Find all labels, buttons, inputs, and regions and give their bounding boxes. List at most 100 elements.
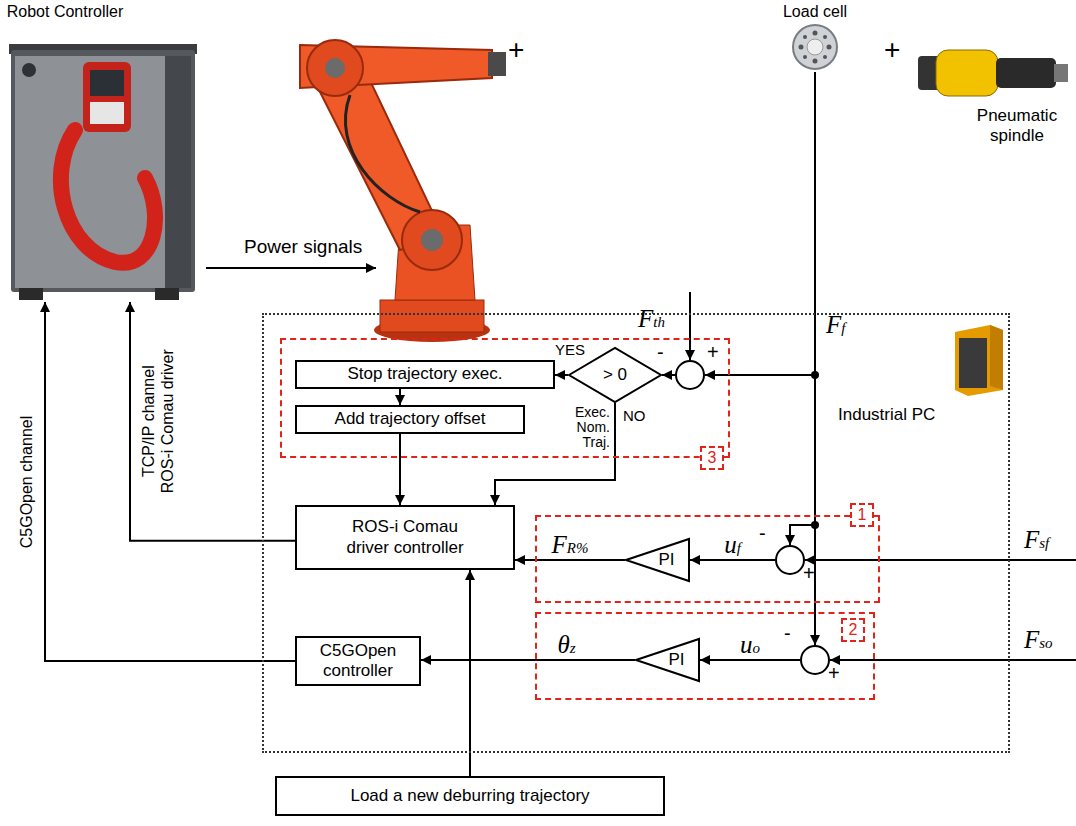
connector bbox=[705, 72, 815, 375]
signal-wire bbox=[805, 559, 1076, 561]
load-cell-icon bbox=[823, 55, 827, 59]
signal-wire bbox=[206, 267, 376, 269]
callout-number: 1 bbox=[850, 503, 874, 527]
node-heading: Robot Controller bbox=[5, 2, 125, 21]
controller-cabinet bbox=[61, 130, 155, 263]
controller-cabinet bbox=[90, 102, 124, 124]
signal-name: Fsf bbox=[1024, 527, 1049, 552]
signal-name: Fso bbox=[1024, 627, 1053, 652]
region-heading: Industrial PC bbox=[838, 405, 935, 425]
decision-label: > 0 bbox=[603, 365, 627, 385]
sign-label: - bbox=[657, 342, 664, 362]
edge-label: uo bbox=[738, 632, 762, 657]
box-label: Load a new deburring trajectory bbox=[350, 786, 589, 806]
process-box: Add trajectory offset bbox=[295, 405, 525, 434]
signal-wire bbox=[830, 659, 1076, 661]
load-cell-icon bbox=[813, 59, 818, 64]
connector bbox=[790, 72, 815, 545]
industrial-pc-icon bbox=[990, 325, 1003, 390]
controller-cabinet bbox=[19, 288, 43, 300]
load-cell-icon bbox=[799, 45, 804, 50]
load-cell-icon bbox=[823, 35, 827, 39]
sign-label: + bbox=[828, 663, 840, 683]
controller-box: C5GOpen controller bbox=[295, 636, 421, 686]
industrial-pc-region: Industrial PC3Stop trajectory exec.Add t… bbox=[262, 313, 1010, 753]
connector bbox=[130, 302, 295, 541]
edge-label: FR% bbox=[550, 532, 591, 557]
triangle-outline bbox=[625, 538, 690, 582]
load-cell-icon bbox=[803, 35, 807, 39]
pneumatic-spindle bbox=[936, 50, 998, 96]
industrial-pc-icon bbox=[959, 338, 987, 388]
box-label: Add trajectory offset bbox=[335, 409, 486, 429]
controller-box: ROS-i Comau driver controller bbox=[295, 505, 515, 570]
load-cell-icon bbox=[803, 55, 807, 59]
part-name: Pneumatic spindle bbox=[962, 106, 1072, 147]
edge-label: TCP/IP channel ROS-i Comau driver bbox=[139, 344, 177, 498]
controller-cabinet bbox=[90, 70, 124, 96]
triangle-outline bbox=[636, 639, 699, 681]
controller-cabinet bbox=[165, 56, 191, 288]
connector bbox=[555, 374, 568, 376]
load-cell-icon bbox=[813, 31, 818, 36]
node-heading: Load cell bbox=[760, 2, 870, 21]
connector bbox=[399, 434, 401, 505]
block-label: PI bbox=[640, 550, 674, 570]
triangle-outline bbox=[626, 539, 689, 581]
input-box: Load a new deburring trajectory bbox=[275, 776, 665, 816]
robot-arm bbox=[300, 40, 506, 342]
signal-name: Fth bbox=[638, 306, 665, 331]
summing-junction: -+ bbox=[800, 645, 830, 675]
pneumatic-spindle bbox=[1054, 64, 1068, 82]
control-loop-region: 3Stop trajectory exec.Add trajectory off… bbox=[280, 338, 730, 458]
sign-label: - bbox=[759, 523, 766, 543]
robot-arm bbox=[345, 95, 420, 212]
robot-arm bbox=[380, 300, 484, 332]
process-box: Stop trajectory exec. bbox=[295, 360, 555, 389]
edge-label: NO bbox=[621, 407, 648, 424]
summing-junction: -+ bbox=[775, 545, 805, 575]
triangle-outline bbox=[635, 638, 700, 682]
controller-cabinet bbox=[15, 56, 165, 288]
edge-label: uf bbox=[722, 532, 743, 557]
branch-note: Exec. Nom. Traj. bbox=[556, 405, 610, 450]
signal-wire bbox=[689, 292, 691, 360]
edge-label: C5GOpen channel bbox=[18, 413, 36, 550]
box-label: C5GOpen controller bbox=[303, 641, 413, 682]
edge-label: YES bbox=[553, 341, 587, 358]
robot-arm bbox=[488, 52, 506, 76]
block-label: PI bbox=[650, 650, 684, 670]
callout-number: 3 bbox=[700, 446, 724, 470]
controller-cabinet bbox=[22, 63, 36, 77]
connector bbox=[515, 559, 625, 561]
summing-junction: -+ bbox=[675, 360, 705, 390]
controller-cabinet bbox=[11, 50, 195, 292]
box-label: ROS-i Comau driver controller bbox=[330, 517, 480, 558]
connector bbox=[45, 302, 295, 661]
industrial-pc-icon bbox=[955, 325, 1003, 396]
signal-wire bbox=[206, 268, 1076, 660]
robot-arm bbox=[402, 210, 462, 270]
box-label: Stop trajectory exec. bbox=[348, 364, 503, 384]
control-loop-region: 2PI-+ bbox=[535, 612, 875, 700]
pneumatic-spindle bbox=[918, 50, 1068, 96]
connector bbox=[690, 559, 775, 561]
sign-label: - bbox=[784, 623, 791, 643]
pi-block: PI bbox=[625, 538, 690, 582]
plus-sign: + bbox=[508, 36, 524, 64]
robot-arm bbox=[307, 40, 363, 96]
connector bbox=[421, 659, 635, 661]
edge-label: θz bbox=[555, 632, 577, 657]
sign-label: + bbox=[803, 563, 815, 583]
controller-cabinet bbox=[155, 288, 179, 300]
pneumatic-spindle bbox=[996, 58, 1056, 88]
load-cell-icon bbox=[793, 25, 837, 69]
sign-label: + bbox=[707, 342, 719, 362]
controller-cabinet bbox=[5, 0, 205, 302]
industrial-pc-icon bbox=[955, 325, 1003, 396]
plus-sign: + bbox=[884, 36, 900, 64]
load-cell-node: Load cell bbox=[760, 0, 870, 72]
connector bbox=[814, 72, 816, 645]
